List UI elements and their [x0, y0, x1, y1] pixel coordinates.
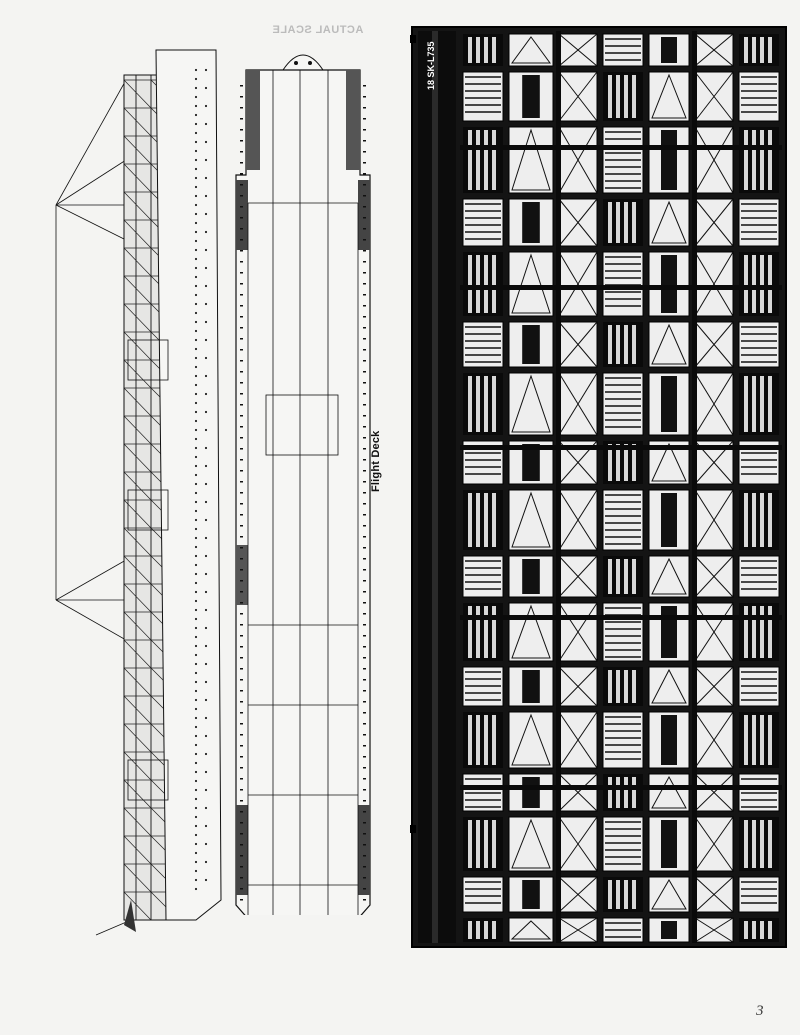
page-number: 3 — [756, 1003, 764, 1019]
bleed-through-text: ACTUAL SCALE — [272, 24, 364, 36]
flight-deck-plan — [235, 54, 371, 915]
part-number-label: 18 SK-L735 — [426, 41, 436, 90]
photo-etch-fret — [410, 26, 787, 948]
flight-deck-label: Flight Deck — [370, 430, 382, 493]
ship-side-profile — [55, 49, 222, 936]
